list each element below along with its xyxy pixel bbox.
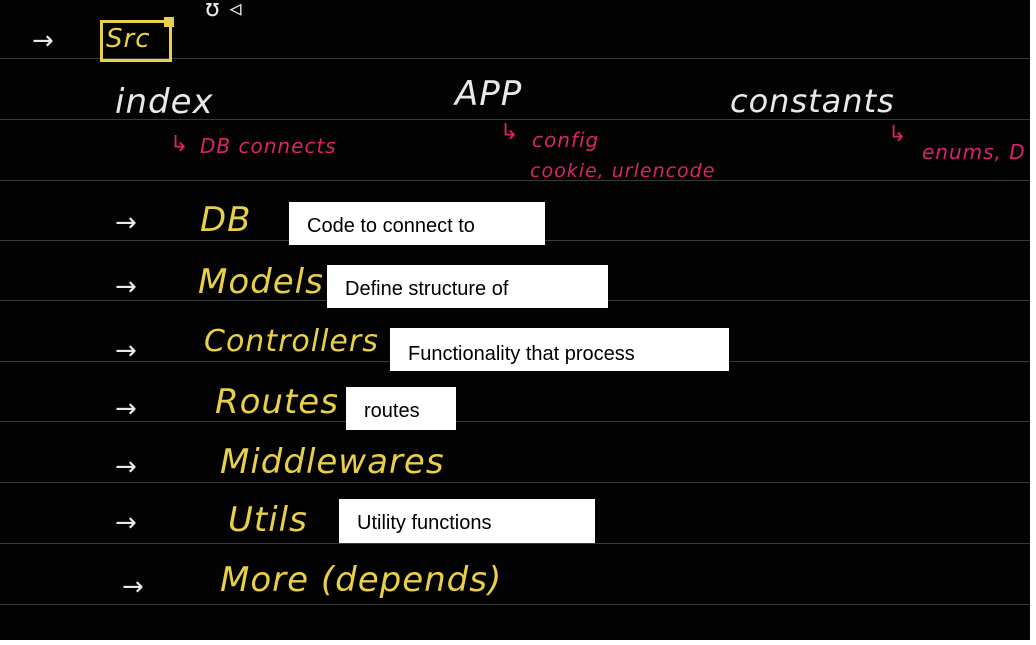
ruled-line	[0, 58, 1036, 59]
list-arrow: →	[122, 572, 145, 602]
constants-note-arrow: ↳	[888, 122, 908, 147]
app-note-line1: config	[532, 128, 600, 152]
note-models: Define structure of	[327, 265, 608, 308]
folder-models-label: Models	[198, 262, 324, 302]
folder-routes-label: Routes	[215, 382, 339, 422]
constants-note: enums, D	[922, 140, 1026, 164]
constants-label: constants	[730, 82, 895, 120]
app-label: APP	[455, 74, 523, 114]
note-controllers: Functionality that process	[390, 328, 729, 371]
ruled-line	[0, 604, 1036, 605]
frame-edge-right	[1030, 0, 1036, 645]
ruled-line	[0, 482, 1036, 483]
frame-edge-bottom	[0, 640, 1036, 645]
list-arrow: →	[115, 336, 138, 366]
ruled-line	[0, 543, 1036, 544]
folder-more-label: More (depends)	[220, 560, 503, 600]
app-note-line2: cookie, urlencode	[530, 160, 716, 182]
note-db: Code to connect to	[289, 202, 545, 245]
note-utils: Utility functions	[339, 499, 595, 543]
folder-controllers-label: Controllers	[204, 324, 379, 359]
app-note-arrow: ↳	[500, 120, 520, 145]
ruled-line	[0, 180, 1036, 181]
src-box	[100, 20, 172, 62]
index-note: DB connects	[200, 134, 337, 158]
index-note-arrow: ↳	[170, 132, 190, 157]
src-arrow: →	[32, 26, 55, 56]
list-arrow: →	[115, 508, 138, 538]
folder-utils-label: Utils	[228, 500, 308, 540]
list-arrow: →	[115, 208, 138, 238]
folder-db-label: DB	[200, 200, 252, 240]
ruled-line	[0, 421, 1036, 422]
src-box-corner	[164, 17, 174, 27]
index-label: index	[115, 82, 214, 122]
list-arrow: →	[115, 394, 138, 424]
scribble-top: ʊ ◃	[205, 0, 243, 22]
ruled-line	[0, 119, 1036, 120]
src-label: Src	[106, 24, 151, 54]
folder-middlewares-label: Middlewares	[220, 442, 445, 482]
list-arrow: →	[115, 452, 138, 482]
note-routes: routes	[346, 387, 456, 430]
list-arrow: →	[115, 272, 138, 302]
